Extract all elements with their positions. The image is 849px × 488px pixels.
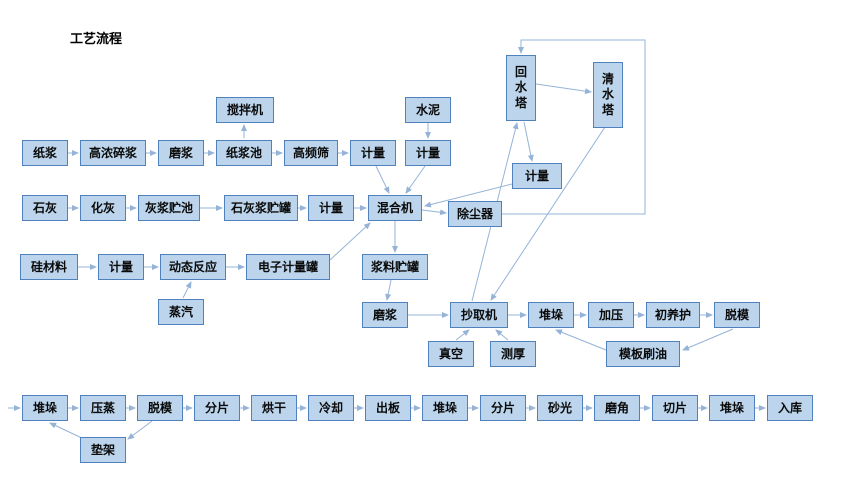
node-pressing: 加压 bbox=[588, 302, 634, 328]
node-electronic-metering-tank: 电子计量罐 bbox=[246, 254, 330, 280]
node-template-oiling: 模板刷油 bbox=[606, 341, 680, 367]
node-demolding-1: 脱模 bbox=[714, 302, 760, 328]
node-paper-pulp: 纸浆 bbox=[22, 140, 68, 166]
node-separating-2: 分片 bbox=[480, 395, 526, 421]
node-board-output: 出板 bbox=[365, 395, 411, 421]
node-metering-2: 计量 bbox=[405, 140, 451, 166]
node-high-frequency-screen: 高频筛 bbox=[284, 140, 338, 166]
node-cooling: 冷却 bbox=[308, 395, 354, 421]
node-warehousing: 入库 bbox=[767, 395, 813, 421]
node-clear-water-tower: 清水塔 bbox=[593, 62, 623, 128]
node-stacking-3: 堆垛 bbox=[422, 395, 468, 421]
node-stacking-2: 堆垛 bbox=[22, 395, 68, 421]
node-pallet-rack: 垫架 bbox=[80, 437, 126, 463]
node-metering-4: 计量 bbox=[308, 195, 354, 221]
node-thickness-gauge: 测厚 bbox=[490, 341, 536, 367]
node-dust-collector: 除尘器 bbox=[448, 201, 502, 227]
node-demolding-2: 脱模 bbox=[137, 395, 183, 421]
node-return-water-tower: 回水塔 bbox=[506, 55, 536, 121]
node-lime-slurry-tank: 石灰浆贮罐 bbox=[224, 195, 298, 221]
node-stacking-1: 堆垛 bbox=[528, 302, 574, 328]
node-lime: 石灰 bbox=[22, 195, 68, 221]
node-edge-grinding: 磨角 bbox=[594, 395, 640, 421]
node-sanding: 砂光 bbox=[537, 395, 583, 421]
flow-arrows bbox=[8, 39, 766, 440]
node-metering-3: 计量 bbox=[512, 163, 562, 189]
node-pulp-pool: 纸浆池 bbox=[216, 140, 272, 166]
node-label: 回水塔 bbox=[514, 64, 527, 110]
node-lime-slaking: 化灰 bbox=[80, 195, 126, 221]
node-pre-curing: 初养护 bbox=[646, 302, 700, 328]
node-slurry-storage-tank: 浆料贮罐 bbox=[362, 254, 428, 280]
node-high-consistency-pulper: 高浓碎浆 bbox=[80, 140, 146, 166]
node-sheet-forming-machine: 抄取机 bbox=[450, 302, 508, 328]
node-separating-1: 分片 bbox=[194, 395, 240, 421]
node-drying: 烘干 bbox=[251, 395, 297, 421]
node-agitator: 搅拌机 bbox=[216, 97, 274, 123]
node-refining-1: 磨浆 bbox=[158, 140, 204, 166]
node-mixer: 混合机 bbox=[368, 195, 422, 221]
node-vacuum: 真空 bbox=[428, 341, 474, 367]
node-lime-slurry-pool: 灰浆贮池 bbox=[138, 195, 200, 221]
node-cement: 水泥 bbox=[405, 97, 451, 123]
node-stacking-4: 堆垛 bbox=[709, 395, 755, 421]
node-cutting: 切片 bbox=[652, 395, 698, 421]
node-autoclaving: 压蒸 bbox=[80, 395, 126, 421]
node-metering-5: 计量 bbox=[98, 254, 144, 280]
page-title: 工艺流程 bbox=[70, 32, 123, 47]
node-dynamic-reaction: 动态反应 bbox=[160, 254, 226, 280]
node-refining-2: 磨浆 bbox=[362, 302, 408, 328]
node-silica-material: 硅材料 bbox=[20, 254, 78, 280]
node-metering-1: 计量 bbox=[350, 140, 396, 166]
node-steam: 蒸汽 bbox=[158, 299, 204, 325]
node-label: 清水塔 bbox=[601, 71, 614, 117]
